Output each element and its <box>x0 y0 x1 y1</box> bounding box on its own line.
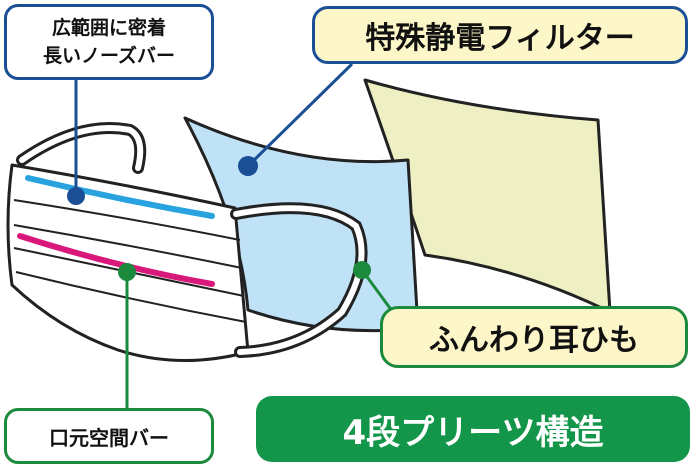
callout-ear-loop: ふんわり耳ひも <box>380 306 688 368</box>
marker-dot-mouth <box>118 263 136 281</box>
ear-loop-label: ふんわり耳ひも <box>429 323 639 358</box>
nose-bar-stripe <box>25 175 215 219</box>
callout-nose-bar: 広範囲に密着 長いノーズバー <box>4 4 214 80</box>
badge-pleat-structure: 4段プリーツ構造 <box>256 396 690 462</box>
marker-dot-nose <box>67 187 85 205</box>
filter-label: 特殊静電フィルター <box>365 21 635 56</box>
callout-filter: 特殊静電フィルター <box>312 6 688 64</box>
mouth-bar-label: 口元空間バー <box>49 425 169 450</box>
mouth-bar-stripe <box>17 233 215 287</box>
pleat-line <box>13 224 243 269</box>
structure-label: 4段プリーツ構造 <box>342 412 604 453</box>
pleat-line <box>13 199 241 241</box>
marker-dot-filter <box>238 156 258 176</box>
callout-mouth-bar: 口元空間バー <box>4 408 214 464</box>
leader-line-filter <box>246 62 354 168</box>
marker-dot-ear <box>353 261 371 279</box>
nose-bar-label-line2: 長いノーズバー <box>42 45 176 67</box>
pleat-line <box>15 271 247 323</box>
nose-bar-label-line1: 広範囲に密着 <box>51 17 166 39</box>
